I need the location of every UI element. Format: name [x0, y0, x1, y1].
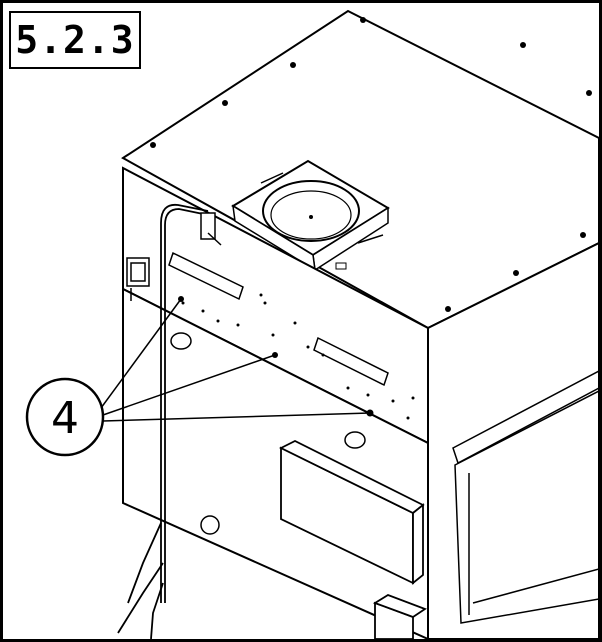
- top-fan-unit: [231, 159, 390, 272]
- cable-clip: [200, 212, 222, 246]
- top-panel: [121, 9, 599, 330]
- technical-drawing: 4: [25, 9, 599, 639]
- top-screws: [150, 17, 592, 312]
- left-connector: [126, 257, 150, 301]
- lower-cover-box: [278, 439, 425, 585]
- rear-plate-dots: [181, 293, 415, 420]
- lower-back-holes: [170, 332, 366, 535]
- section-label: 5.2.3: [9, 11, 141, 69]
- bottom-block: [372, 594, 427, 639]
- callout-number: 4: [51, 393, 79, 444]
- power-cable: [117, 203, 209, 639]
- door-outline: [452, 370, 599, 624]
- callout-circle: [25, 377, 105, 457]
- callout-leaders: [100, 298, 371, 422]
- rear-slots: [168, 251, 389, 387]
